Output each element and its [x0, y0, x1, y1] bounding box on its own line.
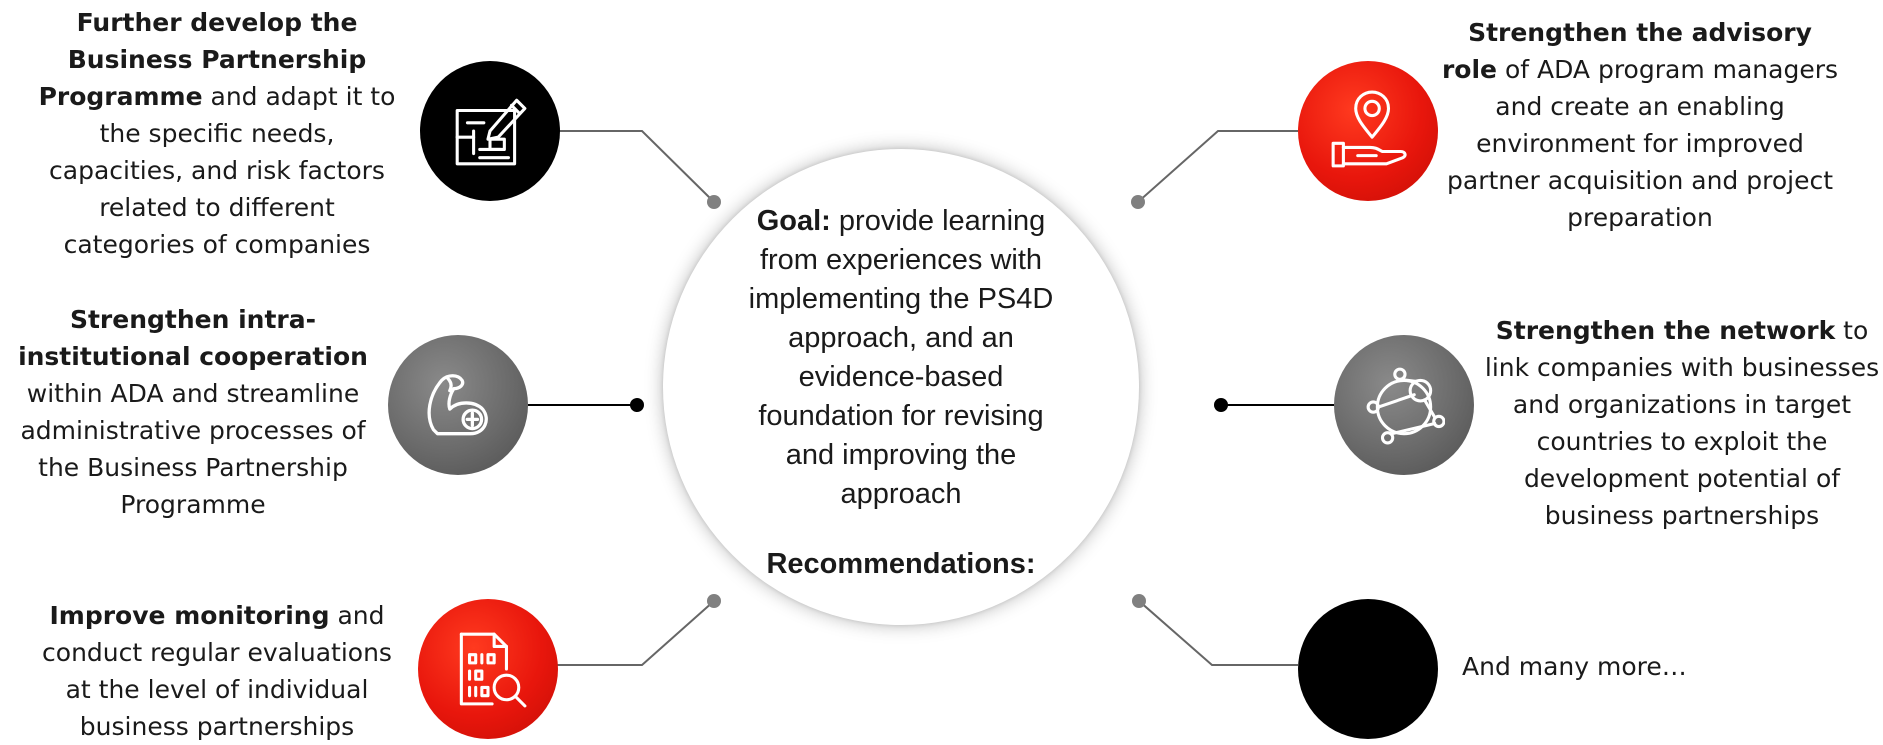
recommendation-2-body: within ADA and streamline administrative…: [20, 379, 366, 519]
connector-dot-bottom-left: [707, 594, 721, 608]
recommendation-5: Strengthen the network to link companies…: [1484, 312, 1880, 534]
connector-bottom-right: [1138, 600, 1298, 666]
goal-circle: Goal: provide learning from experiences …: [663, 149, 1139, 625]
recommendation-6: And many more…: [1462, 648, 1762, 685]
recommendation-5-body: to link companies with businesses and or…: [1484, 316, 1880, 530]
recommendations-heading: Recommendations:: [766, 547, 1036, 580]
recommendation-2-circle: [388, 335, 528, 475]
recommendation-3: Improve monitoring and conduct regular e…: [32, 597, 402, 745]
goal-statement: Goal: provide learning from experiences …: [736, 202, 1066, 514]
blueprint-pencil-icon: [455, 98, 527, 166]
recommendation-5-title: Strengthen the network: [1495, 316, 1836, 345]
strong-arm-icon: [427, 374, 488, 436]
goal-description: provide learning from experiences with i…: [748, 204, 1054, 510]
recommendation-4-circle: [1298, 61, 1438, 201]
network-nodes-icon: [1366, 367, 1445, 445]
connector-dot-bottom-right: [1132, 594, 1146, 608]
recommendation-4: Strengthen the advisory role of ADA prog…: [1440, 14, 1840, 236]
connector-dot-middle-right: [1214, 398, 1228, 412]
recommendation-1-body: and adapt it to the specific needs, capa…: [49, 82, 396, 259]
recommendation-5-circle: [1334, 335, 1474, 475]
recommendation-6-body: And many more…: [1462, 652, 1687, 681]
document-search-icon: [459, 632, 527, 708]
recommendation-3-body: and conduct regular evaluations at the l…: [42, 601, 392, 741]
recommendation-4-body: of ADA program managers and create an en…: [1447, 55, 1839, 232]
goal-label: Goal:: [756, 204, 831, 237]
recommendation-3-circle: [418, 599, 558, 739]
recommendation-1: Further develop the Business Partnership…: [32, 4, 402, 263]
recommendation-2: Strengthen intra-institutional cooperati…: [8, 301, 378, 523]
connector-top-right: [1137, 130, 1298, 203]
recommendation-2-title: Strengthen intra-institutional cooperati…: [18, 305, 368, 371]
connector-dot-top-right: [1131, 195, 1145, 209]
recommendation-3-title: Improve monitoring: [49, 601, 330, 630]
connector-dot-top-left: [707, 195, 721, 209]
recommendation-1-circle: [420, 61, 560, 201]
recommendation-1-title: Further develop the Business Partnership…: [38, 8, 367, 111]
recommendation-4-title: Strengthen the advisory role: [1441, 18, 1812, 84]
recommendation-6-circle: [1298, 599, 1438, 739]
hand-location-pin-icon: [1331, 90, 1407, 168]
connector-dot-middle-left: [630, 398, 644, 412]
